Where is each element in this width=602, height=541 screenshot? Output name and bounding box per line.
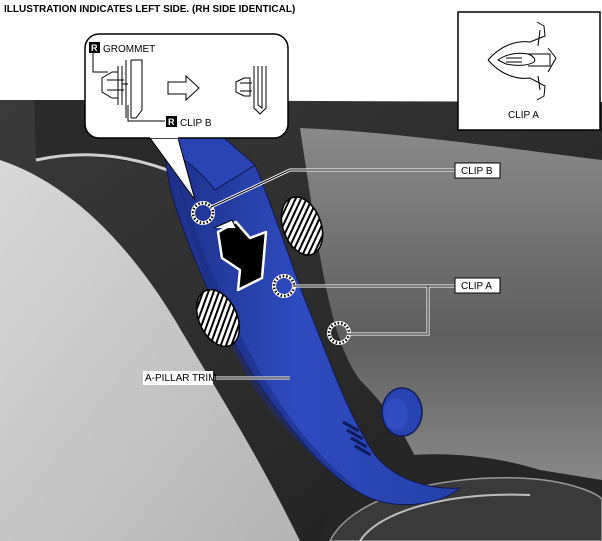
grommet-clip-assembled-icon (101, 59, 143, 119)
grip-area-upper-icon (280, 196, 324, 256)
clip-b-callout: CLIP B (454, 162, 501, 179)
grommet-clip-b-inset: R GROMMET R CLIP B (84, 33, 289, 201)
clip-a-inset: CLIP A (457, 11, 601, 131)
a-pillar-trim-callout: A-PILLAR TRIM (143, 371, 217, 385)
grip-area-lower-icon (195, 288, 241, 348)
grommet-badge (89, 42, 100, 53)
clip-a-label: CLIP A (461, 281, 492, 292)
grommet-badge-letter: R (91, 43, 98, 53)
clip-b-label: CLIP B (461, 166, 493, 177)
clip-a-inset-label: CLIP A (508, 110, 539, 121)
illustration-note: ILLUSTRATION INDICATES LEFT SIDE. (RH SI… (4, 4, 295, 15)
seat-highlight (359, 493, 531, 541)
leader-lines-core (210, 169, 455, 379)
grommet-clip-separated-icon (235, 66, 267, 115)
clip-b-inset-badge-letter: R (168, 117, 175, 127)
clip-b-location-icon (191, 201, 215, 225)
grommet-leader (92, 53, 108, 73)
a-pillar-trim-label: A-PILLAR TRIM (145, 373, 217, 384)
removal-direction-arrow-icon (213, 219, 268, 292)
headliner (300, 128, 602, 541)
trim-boss-shadow (384, 398, 408, 430)
clip-b-inset-badge (166, 116, 177, 127)
clip-a-callout: CLIP A (454, 277, 501, 294)
grommet-label: GROMMET (103, 44, 155, 55)
windshield-area (0, 160, 300, 541)
separation-arrow-icon (167, 74, 200, 102)
clip-b-inset-leader (127, 105, 165, 122)
clip-b-inset-label: CLIP B (180, 118, 212, 129)
clip-a-part-icon (487, 21, 557, 101)
grille-slots (342, 420, 372, 457)
